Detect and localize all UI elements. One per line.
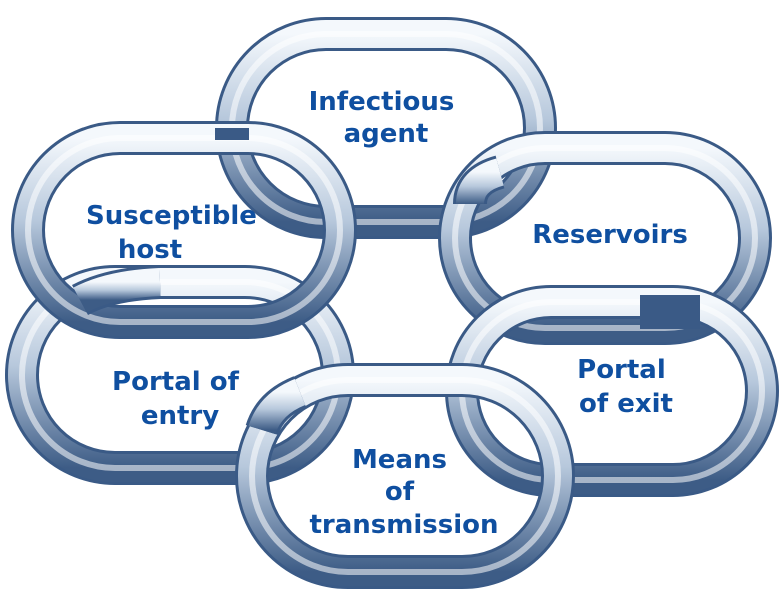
- label-line: of exit: [579, 389, 673, 419]
- link-means-of-transmission: Means of transmission: [235, 363, 575, 589]
- link-label-susceptible-host: Susceptible host: [86, 201, 266, 265]
- link-reservoirs: Reservoirs: [438, 131, 772, 345]
- label-line: Portal of: [112, 367, 240, 397]
- link-ring-highlight: [25, 135, 343, 325]
- link-label-portal-of-entry: Portal of entry: [112, 367, 248, 431]
- interlock-segment: [248, 379, 306, 435]
- link-portal-of-exit: Portal of exit: [445, 285, 779, 497]
- label-line: Susceptible: [86, 201, 257, 231]
- link-ring-highlight: [452, 145, 758, 331]
- label-line: Means: [352, 445, 447, 475]
- interlock-segment: [456, 158, 505, 206]
- label-line: Portal: [577, 355, 666, 385]
- label-line: host: [118, 235, 182, 265]
- interlock-segment: [73, 268, 161, 313]
- label-line: entry: [141, 401, 219, 431]
- link-label-infectious-agent: Infectious agent: [309, 87, 464, 149]
- chain-interlocks: [72, 128, 700, 436]
- label-line: agent: [344, 119, 429, 149]
- label-line: Infectious: [309, 87, 455, 117]
- link-susceptible-host: Susceptible host: [11, 121, 357, 339]
- link-label-portal-of-exit: Portal of exit: [577, 355, 675, 419]
- label-line: transmission: [309, 510, 498, 540]
- link-label-means-of-transmission: Means of transmission: [309, 445, 498, 540]
- label-line: of: [385, 477, 415, 507]
- link-label-reservoirs: Reservoirs: [532, 220, 688, 250]
- label-line: Reservoirs: [532, 220, 688, 250]
- link-ring-highlight: [249, 377, 561, 575]
